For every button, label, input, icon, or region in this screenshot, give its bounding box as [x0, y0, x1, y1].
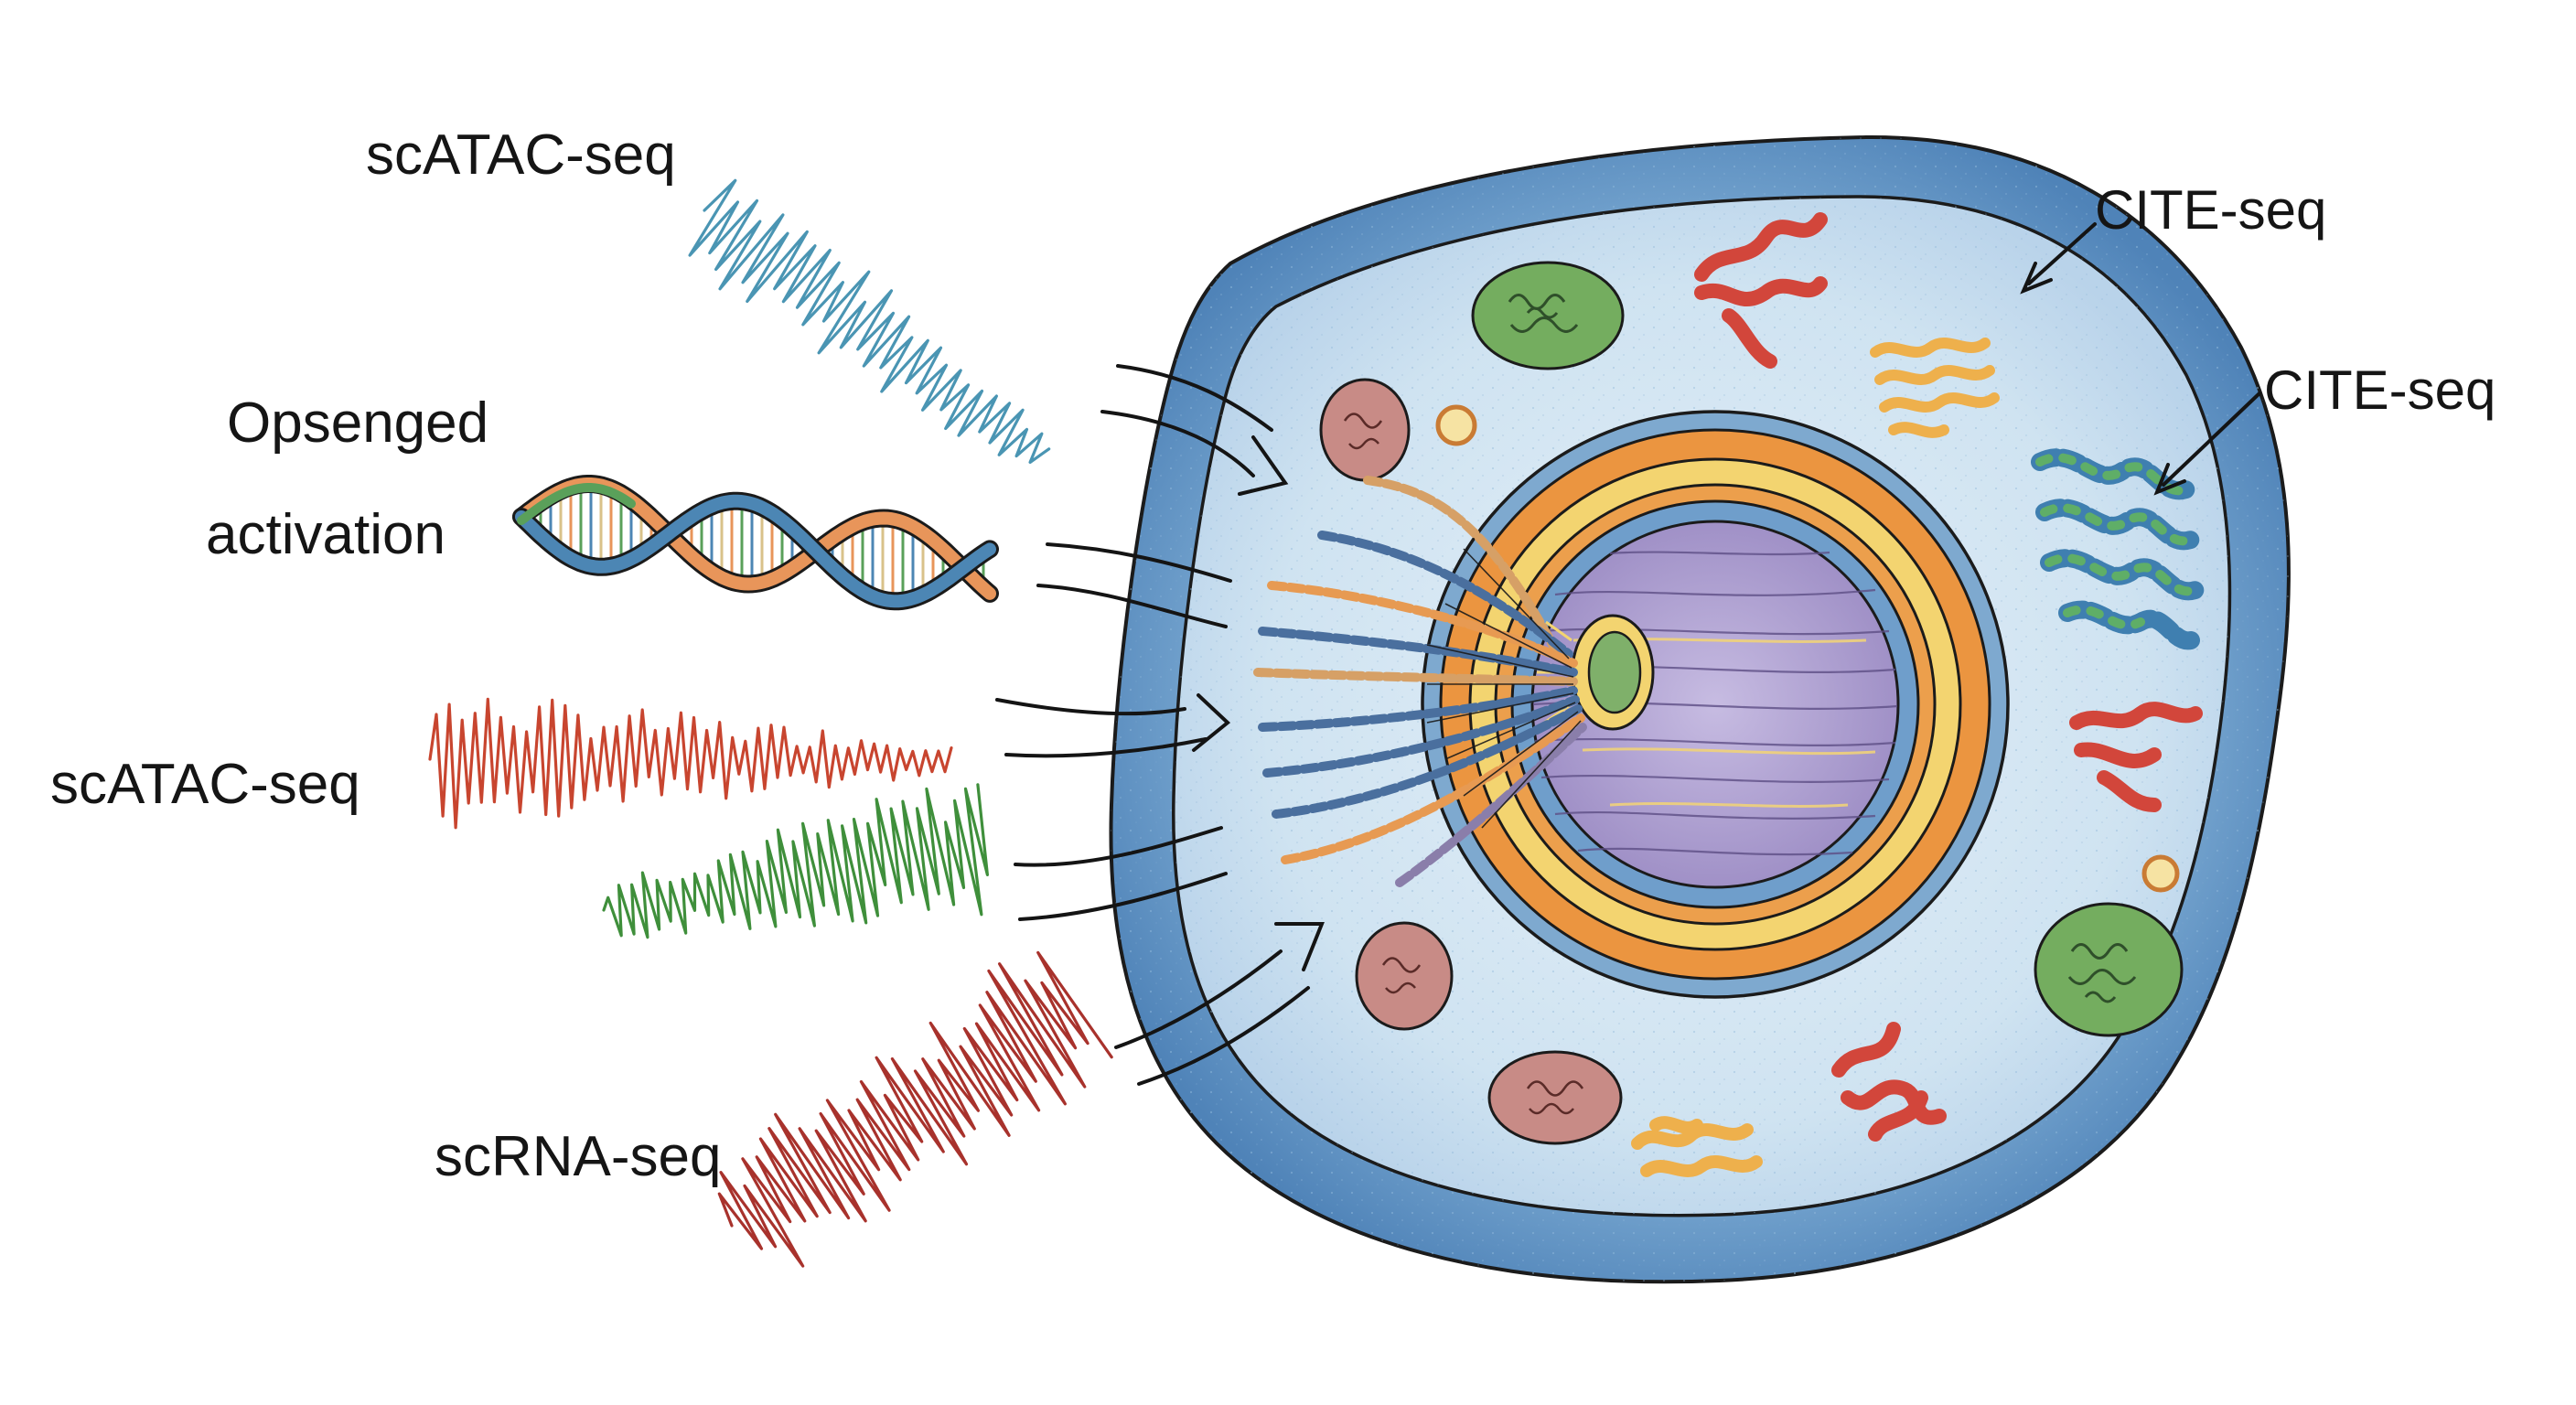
arrow-10: [1137, 986, 1310, 1086]
arrowhead-1: [1238, 435, 1289, 496]
vesicle-pink-bottom: [1487, 1050, 1623, 1145]
fiber-2: [1317, 531, 1573, 659]
labels: scATAC-seq Opsenged activation scATAC-se…: [50, 123, 2496, 1188]
arrow-9: [1114, 949, 1283, 1049]
golgi-red-right: [2069, 702, 2203, 812]
vesicle-pink-upper: [1319, 378, 1411, 482]
mitochondrion-green-bottom: [2034, 902, 2184, 1037]
arrowhead-2: [1192, 693, 1231, 752]
er-yellow-bottom: [1631, 1116, 1763, 1177]
er-yellow-top: [1870, 338, 2000, 438]
label-scatac-seq-top: scATAC-seq: [366, 123, 676, 187]
pointer-cite-seq-lower-head: [2153, 463, 2186, 496]
dna-strand-green: [517, 483, 636, 525]
vesicle-pink-lower: [1355, 921, 1454, 1031]
pointer-cite-seq-lower: [2162, 391, 2261, 487]
nucleus: [1421, 410, 2010, 999]
pointer-cite-seq-upper: [2027, 222, 2097, 285]
chromatin-fibers-left: [1253, 476, 1587, 887]
cell: [1109, 134, 2291, 1284]
arrow-4: [1036, 584, 1228, 628]
mitochondrion-cristae-bottom: [2067, 943, 2137, 1003]
label-activation: activation: [206, 503, 445, 566]
label-scatac-seq-middle: scATAC-seq: [50, 753, 360, 816]
mitochondrion-green-top: [1471, 261, 1625, 370]
pointer-cite-seq-upper-head: [2020, 262, 2053, 295]
signal-wave-red: [428, 697, 953, 830]
label-pointers: [2020, 222, 2261, 496]
label-opsenged: Opsenged: [227, 391, 488, 455]
fiber-5: [1253, 668, 1578, 686]
small-vesicle-top: [1435, 404, 1477, 446]
signal-waves: [428, 178, 1113, 1268]
fiber-6: [1258, 686, 1578, 732]
fiber-3: [1267, 581, 1578, 668]
arrowhead-3: [1274, 922, 1325, 971]
arrow-7: [1014, 826, 1223, 867]
signal-wave-darkred: [717, 950, 1113, 1268]
fiber-9: [1281, 713, 1585, 864]
vesicle-pink-upper-detail: [1343, 413, 1383, 450]
fiber-4: [1258, 627, 1578, 677]
mitochondrion-cristae-top: [1508, 294, 1579, 333]
small-vesicle-right: [2141, 854, 2180, 893]
vesicle-pink-bottom-detail: [1526, 1080, 1584, 1115]
fiber-10: [1395, 723, 1587, 887]
label-scrna-seq: scRNA-seq: [435, 1125, 722, 1188]
nucleolus: [1587, 630, 1642, 714]
arrow-3: [1046, 542, 1232, 583]
signal-wave-green: [602, 783, 989, 939]
dna-helix: [512, 475, 999, 611]
organelles: [1319, 212, 2205, 1177]
vesicle-pink-lower-detail: [1381, 957, 1422, 994]
protein-chain-blue-green: [2031, 448, 2205, 650]
golgi-red-bottom: [1831, 1022, 1947, 1142]
fiber-1: [1363, 476, 1560, 654]
label-cite-seq-lower: CITE-seq: [2264, 359, 2496, 421]
input-arrows: [995, 364, 1325, 1086]
arrow-5: [995, 698, 1186, 716]
dna-strand-blue: [515, 494, 996, 608]
signal-wave-top: [688, 178, 1051, 464]
nucleoplasm: [1530, 520, 1900, 889]
label-cite-seq-upper: CITE-seq: [2095, 179, 2326, 241]
golgi-red-top: [1694, 212, 1828, 369]
arrow-6: [1004, 737, 1208, 758]
arrow-2: [1100, 410, 1255, 477]
fiber-7: [1262, 695, 1580, 778]
fiber-8: [1272, 704, 1583, 819]
arrow-1: [1116, 364, 1273, 432]
arrow-8: [1018, 872, 1228, 921]
